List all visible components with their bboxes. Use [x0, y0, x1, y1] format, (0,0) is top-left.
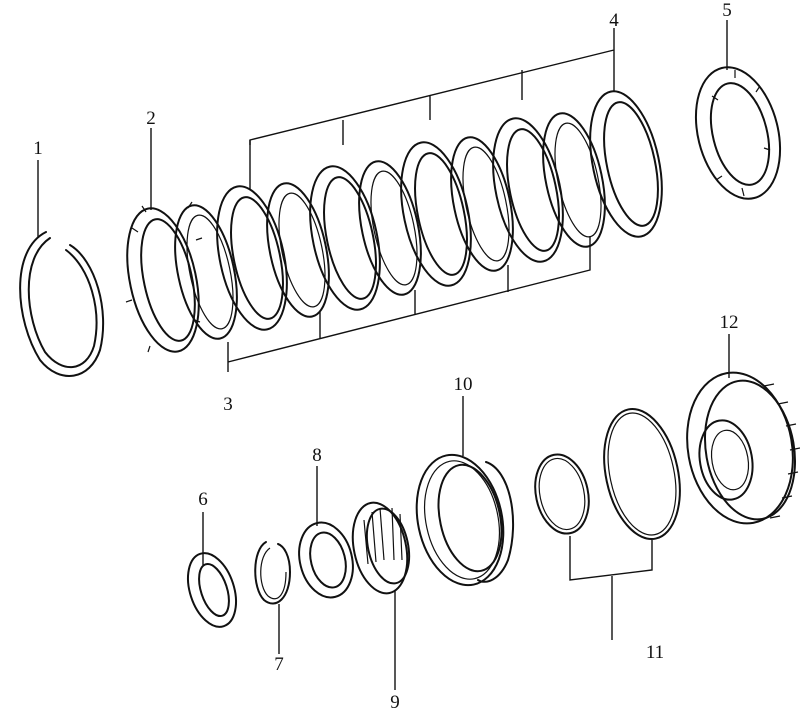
callout-7: 7	[274, 654, 284, 675]
part-7-snap-ring	[254, 541, 291, 605]
friction-plate	[358, 160, 422, 296]
steel-plate	[216, 185, 288, 331]
callout-5: 5	[722, 0, 732, 21]
callout-11-bracket	[569, 536, 653, 640]
part-10-piston	[415, 453, 515, 587]
steel-plate	[492, 117, 564, 263]
part-12-clutch-hub	[686, 371, 800, 525]
friction-plate	[266, 182, 330, 318]
callout-9: 9	[390, 692, 400, 713]
callout-8: 8	[312, 445, 322, 466]
callout-labels: 1 2 3 4 5 6 7 8 9 10 11 12	[33, 0, 738, 713]
callout-10: 10	[454, 374, 473, 395]
callout-4: 4	[609, 10, 619, 31]
callout-2: 2	[146, 108, 156, 129]
callout-3-bracket	[227, 236, 591, 372]
friction-plate	[542, 112, 606, 248]
callout-11: 11	[646, 642, 664, 663]
callout-6: 6	[198, 489, 208, 510]
friction-plate	[450, 136, 514, 272]
callout-1: 1	[33, 138, 43, 159]
steel-plate	[400, 141, 472, 287]
friction-plate	[174, 204, 238, 340]
part-8-thrust-washer	[298, 521, 354, 599]
callout-3: 3	[223, 394, 233, 415]
steel-plate	[309, 165, 381, 311]
part-2-steel-plate	[125, 201, 203, 353]
callout-12: 12	[720, 312, 739, 333]
clutch-pack	[125, 90, 663, 353]
leader-lines	[37, 20, 730, 690]
part-9-needle-bearing	[351, 501, 411, 595]
part-11-o-rings	[534, 408, 681, 540]
part-5-thrust-washer	[694, 66, 782, 200]
part-6-tab-washer	[187, 552, 237, 628]
steel-plate	[589, 90, 663, 238]
part-1-snap-ring	[19, 231, 105, 377]
callout-4-bracket	[249, 28, 615, 190]
